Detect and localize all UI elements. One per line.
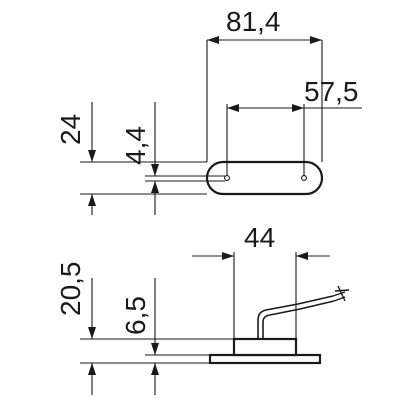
lamp-outline-top	[205, 160, 324, 196]
dim-body-height-label: 6,5	[120, 296, 151, 335]
lamp-body	[232, 337, 298, 357]
side-view: 44 20,5 6,5	[55, 222, 350, 395]
lamp-cable	[257, 285, 350, 339]
dim-overall-length: 81,4	[206, 6, 323, 162]
lamp-flange	[208, 353, 322, 365]
dim-width-label: 44	[244, 222, 275, 253]
dim-height-top-label: 24	[55, 114, 86, 145]
dim-height-top: 24	[55, 102, 96, 215]
dim-body-height: 6,5	[120, 278, 159, 395]
dim-height-overall-label: 20,5	[55, 262, 86, 317]
dim-hole-diameter-label: 4,4	[120, 126, 151, 165]
dim-width: 44	[192, 222, 330, 339]
dim-hole-spacing: 57,5	[226, 76, 362, 176]
dim-hole-diameter: 4,4	[120, 102, 159, 215]
top-view: 81,4 57,5 24 4,4	[55, 6, 362, 215]
dim-overall-length-label: 81,4	[226, 6, 281, 37]
dim-hole-spacing-label: 57,5	[304, 76, 359, 107]
dim-height-overall: 20,5	[55, 262, 96, 395]
